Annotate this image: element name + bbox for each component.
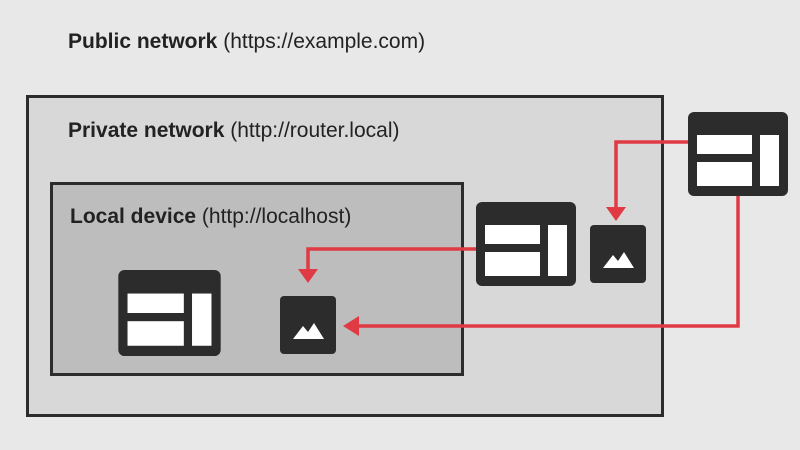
private-network-label: Private network (http://router.local)	[68, 119, 400, 143]
arrowhead-local-image-side	[343, 316, 359, 336]
arrow-public-page-to-private-image	[614, 140, 690, 212]
arrow-public-page-to-local-image	[355, 196, 740, 328]
public-network-url: (https://example.com)	[223, 30, 426, 53]
arrowhead-local-image-top	[298, 269, 318, 283]
private-network-url: (http://router.local)	[230, 119, 400, 142]
local-device-label: Local device (http://localhost)	[70, 205, 351, 229]
private-image-icon	[590, 225, 646, 283]
local-device-name: Local device	[70, 205, 197, 228]
arrow-private-page-to-local-image	[306, 247, 476, 273]
local-device-url: (http://localhost)	[201, 205, 352, 228]
local-page-icon	[118, 270, 221, 356]
private-page-icon	[476, 202, 576, 286]
public-network-label: Public network (https://example.com)	[68, 30, 425, 54]
private-network-name: Private network	[68, 119, 225, 142]
public-network-name: Public network	[68, 30, 218, 53]
public-page-icon	[688, 112, 788, 196]
arrowhead-private-image	[606, 207, 626, 221]
local-image-icon	[280, 296, 336, 354]
